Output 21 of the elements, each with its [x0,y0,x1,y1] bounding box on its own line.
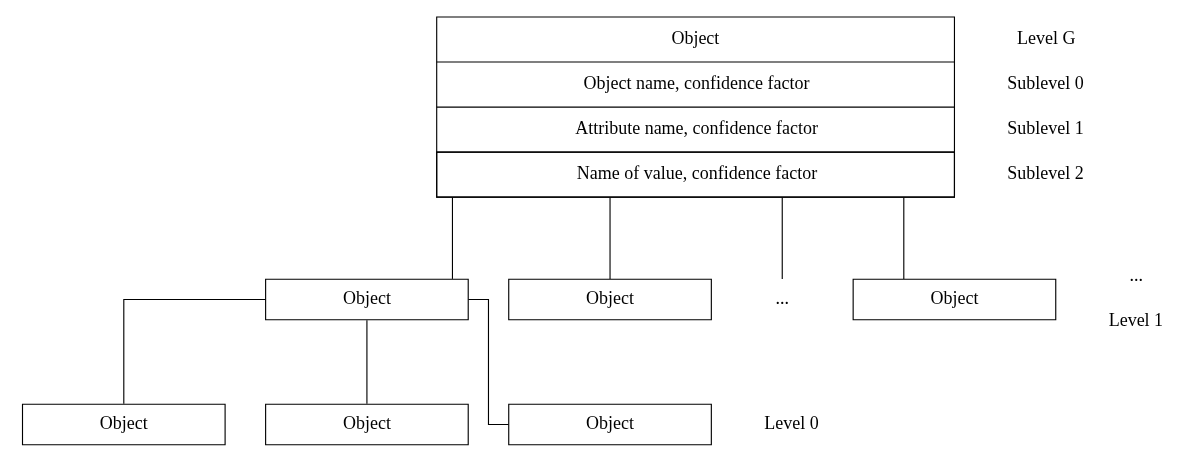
connector [467,298,509,426]
label: Level G [1016,27,1075,48]
label: Level 0 [763,412,819,433]
connector [608,196,611,280]
connector [902,196,904,280]
connector [781,196,783,280]
label: Sublevel 1 [1006,117,1084,138]
label: Sublevel 2 [1006,162,1084,183]
node-box: Object [264,403,469,446]
node-box: Object [507,278,712,321]
label: Level 1 [1108,310,1163,331]
label: Sublevel 0 [1006,72,1084,93]
connector [122,298,266,405]
node-box: Object [21,403,226,446]
node-text: ... [775,287,789,308]
node-box: Object [264,278,469,321]
node-box: Object [507,403,712,446]
label: ... [1128,265,1143,286]
connector [451,196,453,280]
connector [365,319,367,405]
node-box: Object [852,278,1056,321]
